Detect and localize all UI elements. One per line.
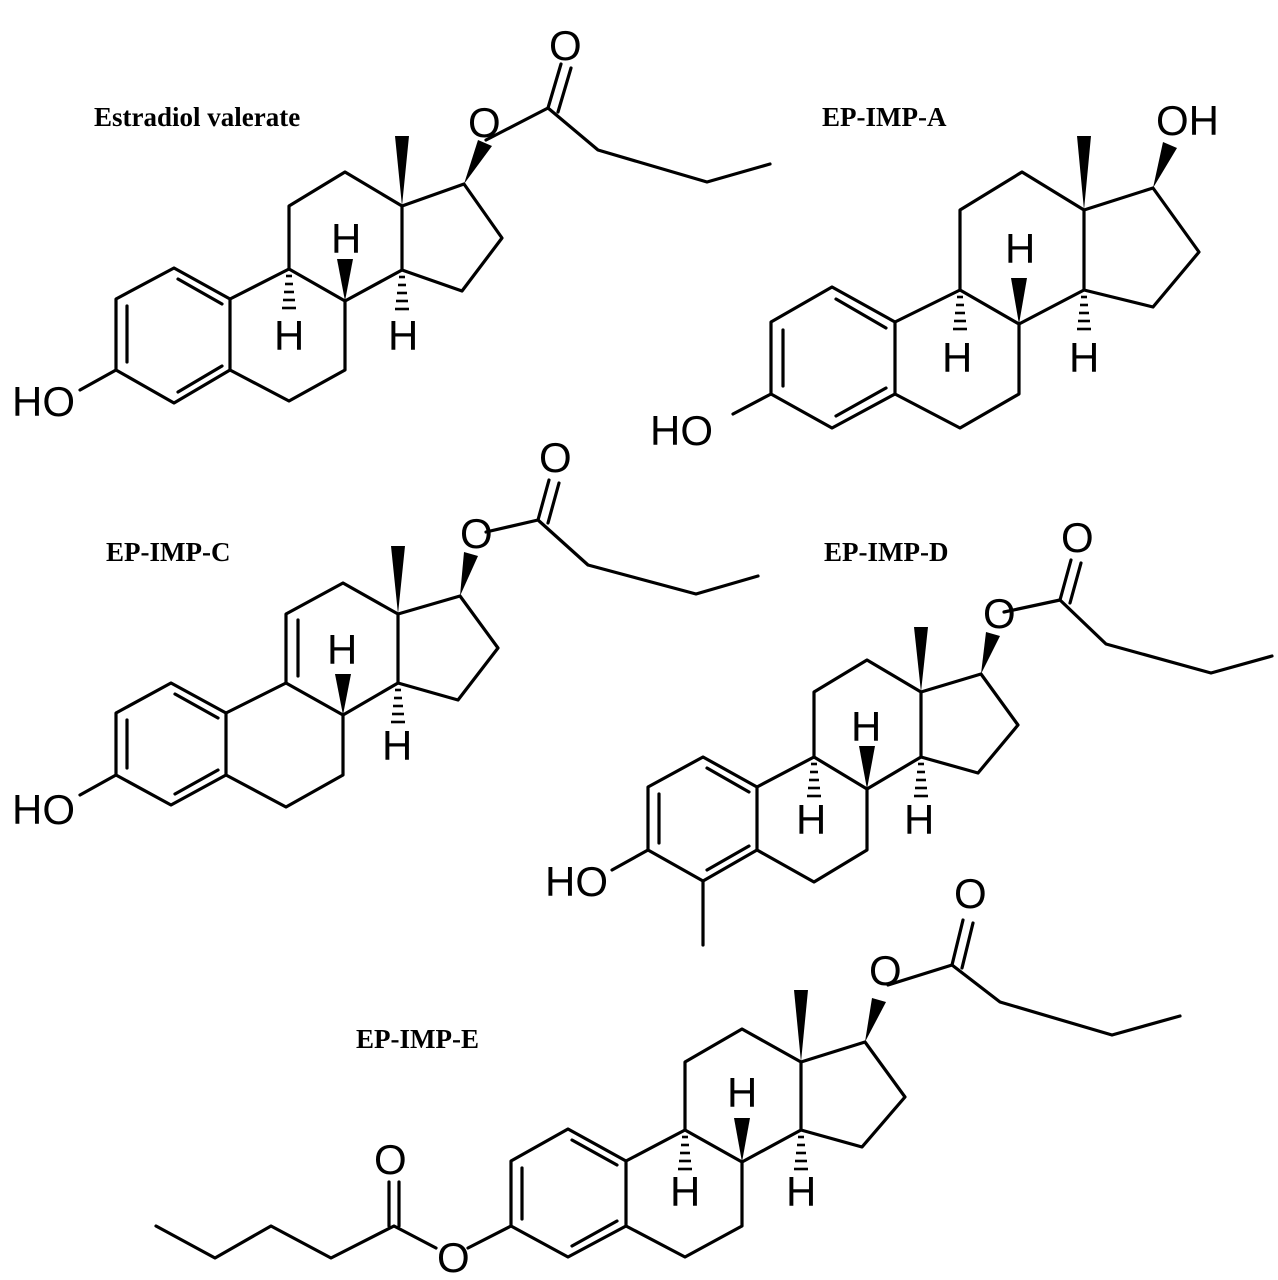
molecule-title: EP-IMP-E: [356, 1024, 479, 1054]
methyl-wedge: [794, 990, 808, 1062]
molecule-ep-imp-e: EP-IMP-E O O O O H: [154, 870, 1182, 1280]
bond-lines: [78, 62, 772, 405]
molecule-title: Estradiol valerate: [94, 102, 300, 132]
hydroxyl-label: HO: [650, 407, 713, 454]
oxygen-wedge: [981, 632, 1000, 674]
methyl-wedge: [914, 627, 928, 692]
bond-lines: [154, 918, 1182, 1260]
molecule-estradiol-valerate: Estradiol valerate HO O O H H H: [12, 22, 772, 425]
h14-hash: [1077, 295, 1091, 331]
carbonyl-oxygen-label: O: [549, 22, 582, 69]
carbonyl-oxygen-label: O: [1061, 514, 1094, 561]
h14-label: H: [904, 796, 934, 843]
h14-hash: [794, 1135, 808, 1171]
methyl-wedge: [395, 136, 409, 206]
h8-label: H: [851, 703, 881, 750]
ester-oxygen-label: O: [468, 99, 501, 146]
h8-wedge: [1011, 278, 1027, 324]
h8-wedge: [734, 1118, 750, 1162]
h8-label: H: [331, 215, 361, 262]
methyl-wedge: [391, 546, 405, 614]
oxygen-wedge: [1153, 142, 1177, 188]
h14-label: H: [388, 312, 418, 359]
bond-lines: [78, 478, 760, 809]
hydroxyl-label: HO: [12, 378, 75, 425]
ester-3-oxygen-label: O: [437, 1234, 470, 1280]
h9-hash: [282, 274, 296, 310]
h8-label: H: [1005, 225, 1035, 272]
h14-hash: [395, 275, 409, 311]
carbonyl-3-oxygen-label: O: [374, 1136, 407, 1183]
bond-lines: [610, 558, 1274, 947]
ester-oxygen-label: O: [460, 510, 493, 557]
h9-hash: [678, 1135, 692, 1171]
methyl-wedge: [1077, 136, 1091, 210]
molecule-title: EP-IMP-A: [822, 102, 947, 132]
carbonyl-oxygen-label: O: [539, 434, 572, 481]
molecule-ep-imp-a: EP-IMP-A HO OH H H H: [650, 97, 1219, 454]
h14-hash: [391, 688, 405, 724]
h8-wedge: [335, 674, 351, 715]
h8-wedge: [337, 259, 353, 301]
molecule-ep-imp-d: EP-IMP-D HO O O H H H: [545, 514, 1274, 947]
h14-hash: [914, 762, 928, 798]
ester-oxygen-label: O: [869, 947, 902, 994]
h9-label: H: [274, 312, 304, 359]
carbonyl-oxygen-label: O: [954, 870, 987, 917]
h9-label: H: [670, 1168, 700, 1215]
h8-label: H: [327, 626, 357, 673]
h9-label: H: [942, 334, 972, 381]
oxygen-wedge: [464, 140, 492, 184]
h14-label: H: [786, 1168, 816, 1215]
hydroxyl-label: HO: [12, 786, 75, 833]
hydroxyl-17-label: OH: [1156, 97, 1219, 144]
bond-lines: [731, 170, 1201, 430]
h8-wedge: [859, 746, 875, 789]
molecule-title: EP-IMP-C: [106, 537, 230, 567]
ester-oxygen-label: O: [983, 590, 1016, 637]
h8-label: H: [727, 1069, 757, 1116]
hydroxyl-label: HO: [545, 858, 608, 905]
h14-label: H: [382, 722, 412, 769]
oxygen-wedge: [865, 998, 886, 1042]
h14-label: H: [1069, 334, 1099, 381]
molecule-ep-imp-c: EP-IMP-C HO O O H H: [12, 434, 760, 833]
h9-hash: [807, 762, 821, 798]
h9-label: H: [796, 796, 826, 843]
molecule-title: EP-IMP-D: [824, 537, 948, 567]
oxygen-wedge: [460, 552, 478, 596]
h9-hash: [953, 295, 967, 331]
